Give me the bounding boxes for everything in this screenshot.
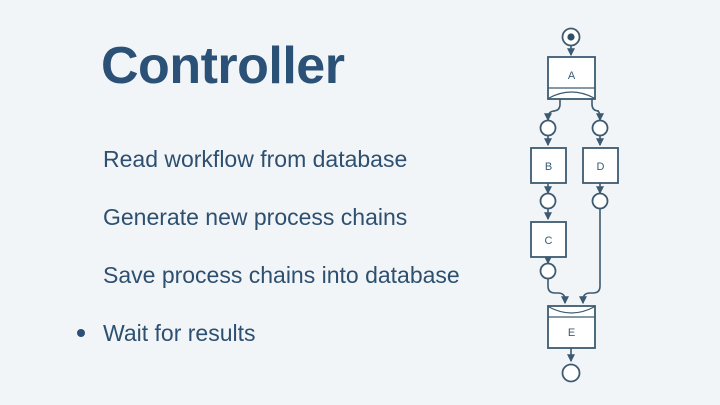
edge-a-to-d-place xyxy=(591,99,604,122)
place-c-output[interactable] xyxy=(539,262,557,280)
list-item: Save process chains into database xyxy=(70,246,490,304)
place-start[interactable] xyxy=(561,27,581,47)
edge-right-join-e xyxy=(579,209,601,305)
transition-c-box[interactable] xyxy=(530,221,567,258)
place-b-output[interactable] xyxy=(539,192,557,210)
and-join-arc-icon xyxy=(548,306,595,314)
slide-content: Controller Read workflow from database G… xyxy=(70,37,490,362)
transition-c-label: C xyxy=(545,235,553,247)
bullet-label: Read workflow from database xyxy=(103,146,408,172)
place-d-input[interactable] xyxy=(591,119,609,137)
transition-a[interactable]: A xyxy=(547,56,596,100)
bullet-label: Save process chains into database xyxy=(103,262,460,288)
transition-e-label: E xyxy=(568,327,575,339)
page-title: Controller xyxy=(101,37,345,95)
bullet-label: Generate new process chains xyxy=(103,204,408,230)
place-end[interactable] xyxy=(561,363,581,383)
place-b-input[interactable] xyxy=(539,119,557,137)
transition-b[interactable]: B xyxy=(530,147,567,184)
transition-c[interactable]: C xyxy=(530,221,567,258)
edge-left-join-e xyxy=(547,279,569,305)
workflow-diagram: A B D C E xyxy=(500,0,720,405)
bullet-label: Wait for results xyxy=(103,320,256,346)
list-item: Read workflow from database xyxy=(70,130,490,188)
and-split-arc-icon xyxy=(548,91,595,99)
list-item: Wait for results xyxy=(70,304,490,362)
transition-e[interactable]: E xyxy=(547,305,596,349)
bullet-dot-icon xyxy=(77,329,85,337)
list-item: Generate new process chains xyxy=(70,188,490,246)
transition-d-label: D xyxy=(597,161,605,173)
transition-a-label: A xyxy=(568,70,576,82)
transition-d-box[interactable] xyxy=(582,147,619,184)
transition-b-label: B xyxy=(545,161,552,173)
bullet-list: Read workflow from database Generate new… xyxy=(70,130,490,362)
transition-b-box[interactable] xyxy=(530,147,567,184)
token-icon xyxy=(567,33,575,41)
place-d-output[interactable] xyxy=(591,192,609,210)
transition-d[interactable]: D xyxy=(582,147,619,184)
edge-a-to-b-place xyxy=(544,99,561,122)
